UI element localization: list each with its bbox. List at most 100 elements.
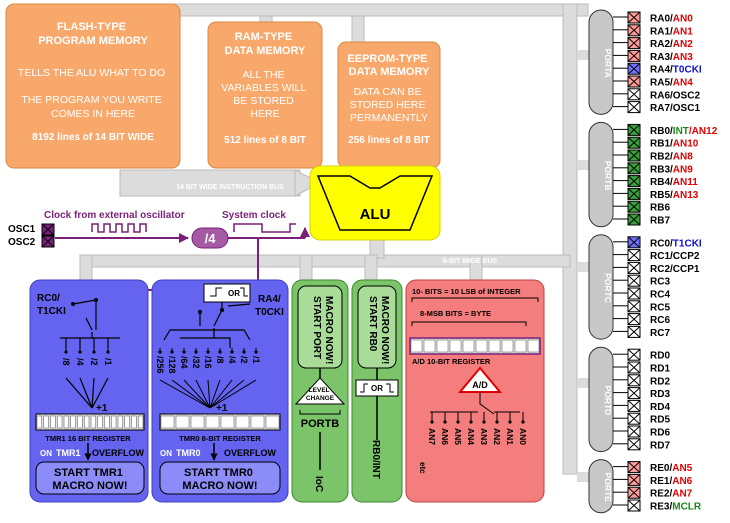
pin-label: RA4/T0CKI bbox=[650, 65, 702, 76]
tmr1-macro-1: START TMR1 bbox=[54, 467, 123, 479]
int-or-label: OR bbox=[371, 384, 383, 393]
pin-box bbox=[627, 399, 641, 412]
tmr1-prescaler-label: /1 bbox=[103, 358, 113, 366]
pin-box bbox=[627, 75, 641, 88]
pin-box bbox=[627, 274, 641, 287]
svg-text:DATA CAN BE STORED HERE: DATA CAN BE STORED HERE PERMANENTLY bbox=[350, 86, 429, 124]
pin-box bbox=[627, 374, 641, 387]
tmr1-bit-cell bbox=[124, 415, 130, 429]
tmr0-edge-select bbox=[203, 283, 251, 303]
pin-label: RB5/AN13 bbox=[650, 190, 699, 201]
eeprom-text-2: STORED HERE bbox=[350, 99, 426, 111]
alu-label: ALU bbox=[360, 206, 391, 223]
ioc-label: IoC bbox=[313, 476, 324, 492]
tmr0-macro-2: MACRO NOW! bbox=[182, 480, 257, 492]
tmr0-bit-cell bbox=[265, 415, 280, 429]
ram-text-3: BE STORED bbox=[233, 95, 294, 107]
tmr0-bit-cell bbox=[190, 415, 205, 429]
adc-bit-cell bbox=[410, 339, 423, 353]
ram-title-2: DATA MEMORY bbox=[225, 45, 306, 57]
tmr0-bit-cell bbox=[250, 415, 265, 429]
pin-box bbox=[627, 438, 641, 451]
svg-text:START TMR1 MACRO NOW!: START TMR1 MACRO NOW! bbox=[52, 467, 127, 492]
eeprom-title-2: DATA MEMORY bbox=[349, 66, 430, 78]
tmr0-bit-cell bbox=[175, 415, 190, 429]
port-portc: PORTCRC0/T1CKIRC1/CCP2RC2/CCP1RC3RC4RC5R… bbox=[588, 234, 702, 340]
data-bus-label: 8-BIT WIDE BUS bbox=[443, 258, 498, 265]
pin-label: RA1/AN1 bbox=[650, 26, 693, 37]
pin-label: RB4/AN11 bbox=[650, 177, 698, 188]
adc-symbol-label: A/D bbox=[472, 380, 488, 390]
svg-text:TELLS THE ALU WHAT TO DO: TELLS THE ALU WHAT TO DO THE PROGRAM YOU… bbox=[18, 67, 168, 120]
eeprom-title-1: EEPROM-TYPE bbox=[347, 53, 427, 65]
adc-input-node bbox=[495, 420, 499, 424]
tmr1-tap-node bbox=[92, 350, 96, 354]
ram-size: 512 lines of 8 BIT bbox=[224, 135, 306, 146]
tmr1-register bbox=[35, 413, 145, 431]
buses: 14 BIT WIDE INSTRUCTION BUS 8-BIT WIDE B… bbox=[79, 3, 589, 482]
tmr0-tap-node bbox=[230, 350, 234, 354]
pin-box bbox=[627, 187, 641, 200]
tmr0-prescaler-label: /8 bbox=[215, 356, 225, 364]
svg-text:LEVEL CHANGE: LEVEL CHANGE bbox=[306, 387, 335, 402]
pin-box bbox=[627, 49, 641, 62]
tmr1-macro-2: MACRO NOW! bbox=[52, 480, 127, 492]
svg-text:ALL THE VARIABLES WILL: ALL THE VARIABLES WILL BE STORED HERE bbox=[221, 69, 309, 120]
pin-box bbox=[627, 162, 641, 175]
tmr1-input-label-2: T1CKI bbox=[37, 306, 66, 317]
tmr0-bit-cell bbox=[235, 415, 250, 429]
tmr0-tap-node bbox=[206, 350, 210, 354]
tmr0-input-label-1: RA4/ bbox=[258, 294, 281, 305]
instruction-bus-label: 14 BIT WIDE INSTRUCTION BUS bbox=[176, 184, 284, 191]
port-name-label: PORTD bbox=[603, 386, 613, 416]
svg-text:RC0/ T1CKI: RC0/ T1CKI bbox=[37, 293, 66, 317]
tmr0-register-label: TMR0 8-BIT REGISTER bbox=[179, 434, 261, 443]
pin-box bbox=[627, 101, 641, 114]
pin-label: RB0/INT/AN12 bbox=[650, 126, 718, 137]
port-name-label: PORTC bbox=[603, 273, 613, 303]
external-clock-wave bbox=[91, 223, 147, 233]
tmr0-block: OR RA4/ T0CKI /256/128/64/32/16/8/4/2/1 … bbox=[151, 279, 289, 503]
tmr0-macro-box bbox=[159, 461, 281, 495]
svg-text:START RB0 MACRO NOW!: START RB0 MACRO NOW! bbox=[367, 296, 390, 364]
pin-label: RB1/AN10 bbox=[650, 139, 699, 150]
adc-register bbox=[409, 337, 541, 355]
pin-label: RC6 bbox=[650, 315, 670, 326]
adc-input-node bbox=[430, 420, 434, 424]
pin-box bbox=[627, 175, 641, 188]
adc-input-label: AN1 bbox=[505, 428, 515, 445]
adc-input-node bbox=[469, 420, 473, 424]
pin-label: RB7 bbox=[650, 216, 670, 227]
port-connector bbox=[588, 346, 614, 453]
tmr1-bit-cell bbox=[111, 415, 117, 429]
tmr0-tap-node bbox=[182, 350, 186, 354]
flash-text-1: TELLS THE ALU WHAT TO DO bbox=[18, 67, 165, 79]
adc-ten-bits: 10- BITS = 10 LSB of INTEGER bbox=[412, 287, 521, 296]
pin-label: RD5 bbox=[650, 415, 670, 426]
tmr0-prescaler-label: /32 bbox=[191, 356, 201, 369]
flash-text-4: COMES IN HERE bbox=[51, 108, 135, 120]
int-label: RB0/INT bbox=[370, 440, 381, 479]
port-connector bbox=[588, 9, 614, 115]
pin-box bbox=[627, 136, 641, 149]
tmr0-tap-node bbox=[242, 350, 246, 354]
ram-text-4: HERE bbox=[250, 108, 279, 120]
pin-box bbox=[627, 37, 641, 50]
pin-label: RA2/AN2 bbox=[650, 39, 693, 50]
svg-text:ON TMR1 OVERFLOW: ON TMR1 OVERFLOW bbox=[40, 448, 145, 458]
svg-text:RAM-TYPE DATA MEMORY: RAM-TYPE DATA MEMORY bbox=[225, 31, 306, 57]
pin-box bbox=[627, 200, 641, 213]
adc-input-label: AN2 bbox=[492, 428, 502, 445]
tmr1-event-label: TMR1 bbox=[56, 448, 81, 458]
clock-divider-label: /4 bbox=[205, 231, 217, 246]
pin-label: RC7 bbox=[650, 328, 670, 339]
pin-box bbox=[627, 149, 641, 162]
svg-text:START PORT MACRO NOW!: START PORT MACRO NOW! bbox=[311, 296, 334, 364]
pin-label: RE1/AN6 bbox=[650, 476, 693, 487]
pin-label: RC5 bbox=[650, 302, 670, 313]
tmr1-prescaler-label: /8 bbox=[61, 358, 71, 366]
ram-title-1: RAM-TYPE bbox=[235, 31, 292, 43]
tmr1-bit-cell bbox=[90, 415, 96, 429]
pin-label: RE3/MCLR bbox=[650, 502, 702, 513]
